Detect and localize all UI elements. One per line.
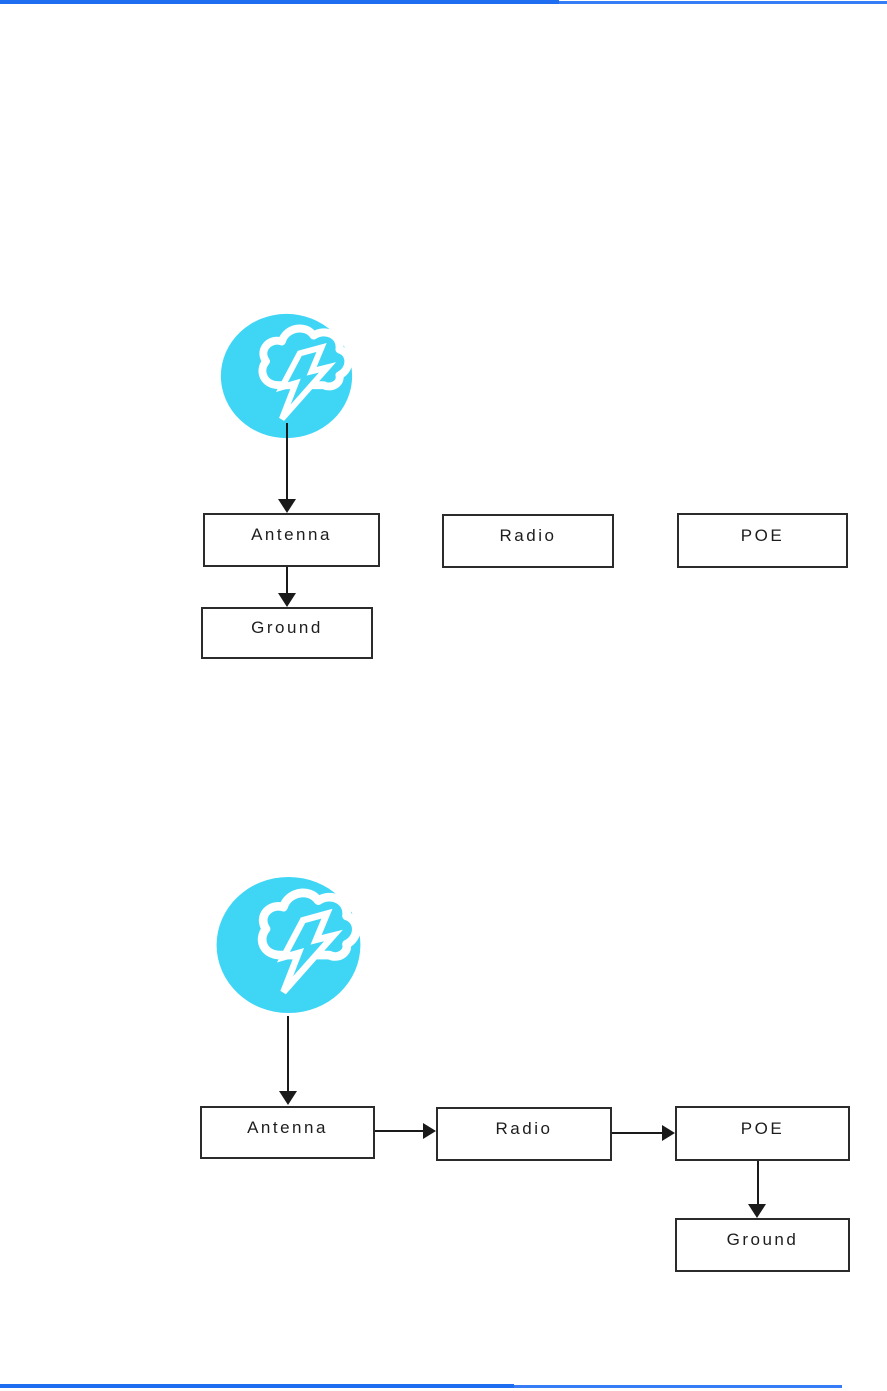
storm-cloud-lightning-icon (220, 312, 353, 440)
radio-node: Radio (442, 514, 614, 568)
radio-label: Radio (499, 526, 557, 545)
arrow-antenna-to-radio-head (423, 1123, 436, 1139)
antenna-node: Antenna (203, 513, 380, 567)
ground-label: Ground (251, 618, 323, 637)
radio-node: Radio (436, 1107, 612, 1161)
arrow-antenna-to-radio-line (375, 1130, 423, 1132)
arrow-radio-to-poe-head (662, 1125, 675, 1141)
radio-label: Radio (495, 1119, 553, 1138)
poe-label: POE (740, 1118, 785, 1138)
poe-node: POE (675, 1106, 850, 1161)
arrow-cloud-to-antenna-line (287, 1016, 289, 1091)
header-rule-left (0, 0, 559, 4)
ground-node: Ground (201, 607, 373, 659)
poe-node: POE (677, 513, 848, 568)
arrow-cloud-to-antenna-head (278, 499, 296, 513)
arrow-poe-to-ground-line (757, 1161, 759, 1204)
storm-cloud-lightning-icon (215, 876, 362, 1014)
arrow-radio-to-poe-line (612, 1132, 662, 1134)
ground-node: Ground (675, 1218, 850, 1272)
ground-label: Ground (726, 1230, 799, 1249)
arrow-cloud-to-antenna-line (286, 423, 288, 499)
header-rule-right (559, 1, 887, 4)
arrow-cloud-to-antenna-head (279, 1091, 297, 1105)
arrow-antenna-to-ground-line (286, 567, 288, 593)
arrow-antenna-to-ground-head (278, 593, 296, 607)
footer-rule-left (0, 1384, 514, 1388)
antenna-label: Antenna (251, 525, 332, 544)
antenna-node: Antenna (200, 1106, 375, 1159)
arrow-poe-to-ground-head (748, 1204, 766, 1218)
footer-rule-right (514, 1385, 842, 1388)
poe-label: POE (740, 525, 785, 545)
antenna-label: Antenna (247, 1117, 328, 1137)
